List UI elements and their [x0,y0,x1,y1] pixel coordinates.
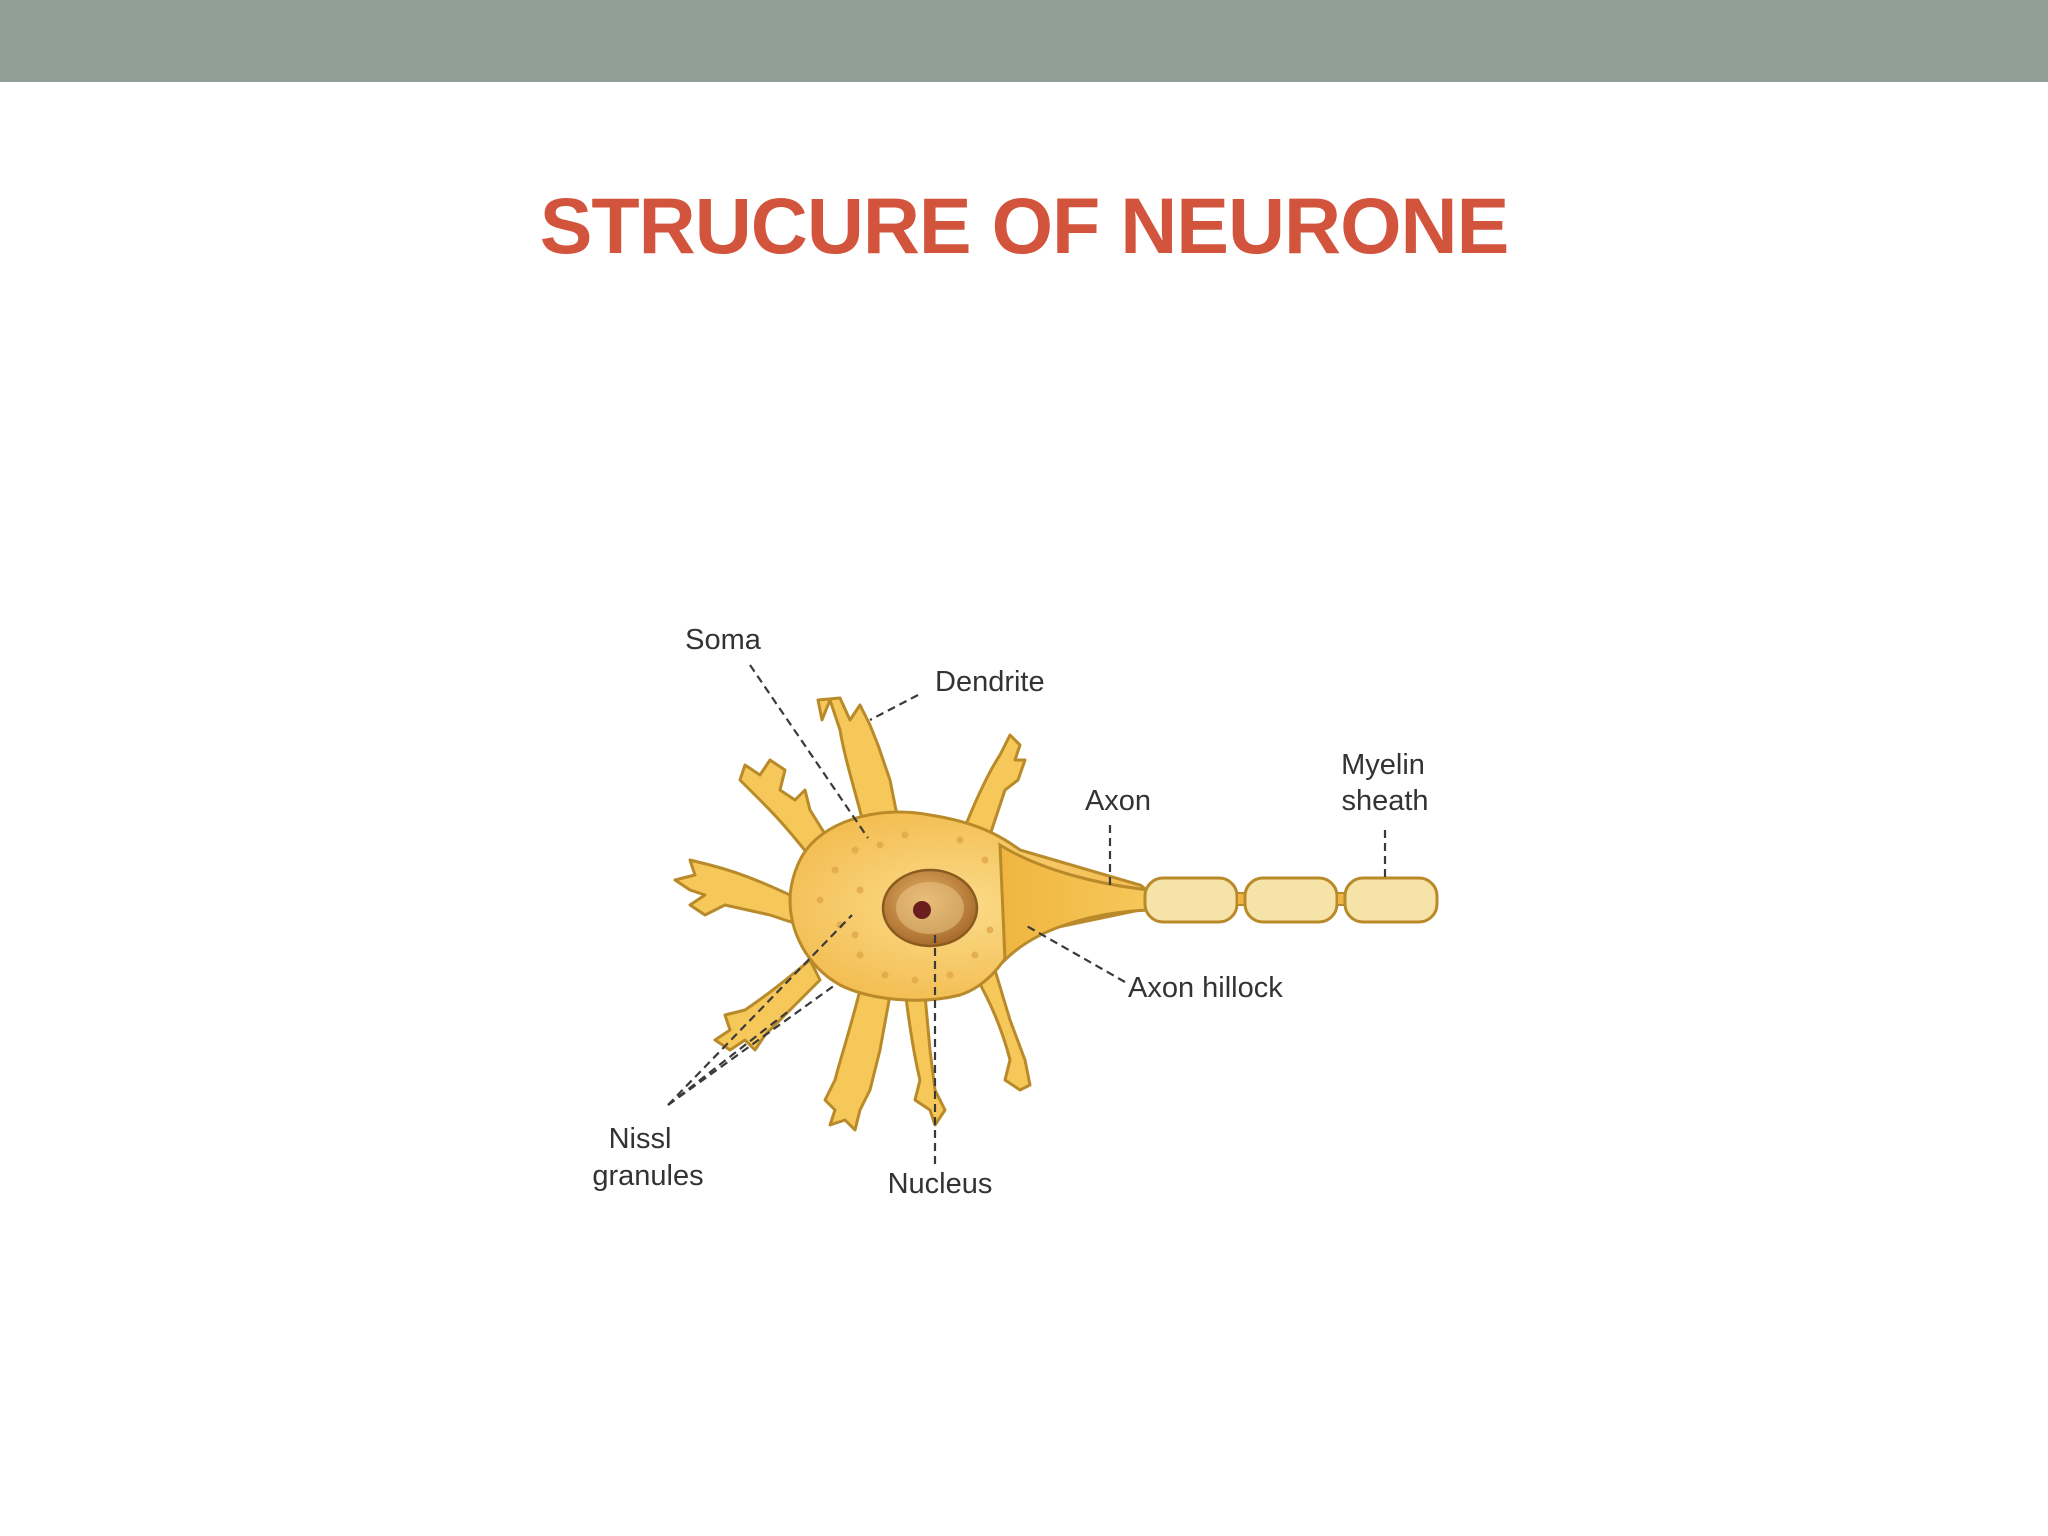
label-nissl-line1: Nissl [609,1123,672,1155]
nissl-granules [816,831,994,984]
nucleolus-shape [913,901,931,919]
myelin-segments [1143,876,1439,924]
axon-hillock-shape [998,842,1152,964]
label-axon: Axon [1085,785,1151,817]
dendrite-leader [869,694,919,721]
label-dendrite: Dendrite [935,666,1045,698]
label-myelin-line1: Myelin [1341,749,1425,781]
label-soma: Soma [685,624,762,656]
label-nissl-line2: granules [592,1160,703,1192]
header-band [0,0,2048,82]
soma-leader [749,664,869,839]
slide-title: STRUCURE OF NEURONE [539,181,1510,270]
axon-hillock-leader [1024,924,1126,983]
label-myelin-line2: sheath [1341,785,1428,817]
nissl-leader-2 [667,984,836,1106]
label-nucleus: Nucleus [888,1168,993,1200]
nissl-leader-1 [667,914,853,1106]
label-axon-hillock: Axon hillock [1128,972,1283,1004]
dendrites [673,696,1032,1132]
